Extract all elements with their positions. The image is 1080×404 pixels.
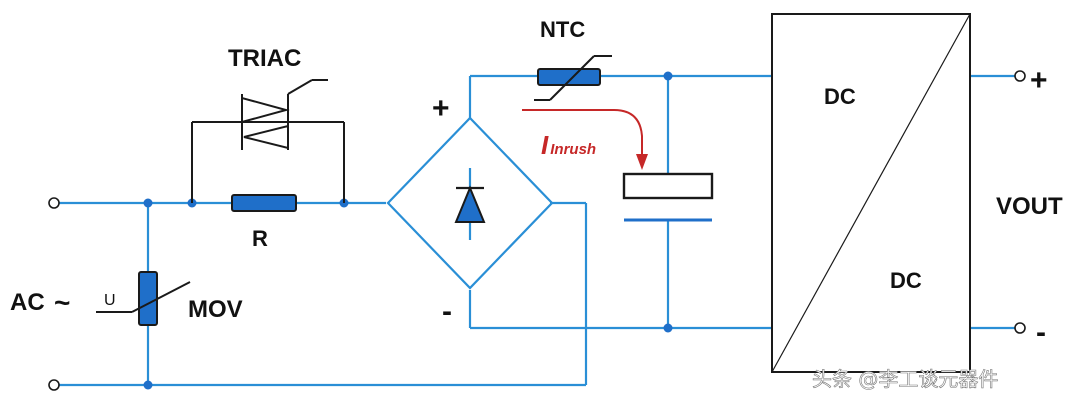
mov-label: MOV	[188, 296, 243, 323]
vout-minus-terminal	[1014, 322, 1026, 334]
ac-terminal-top	[48, 197, 60, 209]
ac-tilde: ~	[54, 287, 70, 318]
inrush-arrow	[522, 109, 648, 170]
mov-u-label: U	[104, 292, 116, 309]
triac-symbol	[191, 79, 345, 203]
dc-input-label: DC	[824, 84, 856, 109]
bridge-diode	[454, 185, 486, 223]
capacitor	[622, 172, 714, 222]
vout-label: VOUT	[996, 193, 1063, 220]
dc-dc-converter	[771, 13, 971, 373]
ntc-thermistor	[534, 55, 612, 101]
vout-minus-label: -	[1036, 316, 1046, 349]
resistor-label: R	[252, 226, 268, 251]
inrush-letter: I	[541, 130, 549, 160]
mov-symbol	[96, 271, 191, 326]
watermark: 头条 @李工谈元器件	[812, 367, 998, 391]
ntc-label: NTC	[540, 17, 585, 42]
ac-terminal-bottom	[48, 379, 60, 391]
bridge-plus-label: +	[432, 92, 450, 125]
inrush-subscript: Inrush	[550, 141, 596, 158]
vout-plus-terminal	[1014, 70, 1026, 82]
junction-dots	[143, 71, 673, 390]
triac-label: TRIAC	[228, 45, 301, 72]
dc-output-label: DC	[890, 268, 922, 293]
vout-plus-label: +	[1030, 64, 1048, 97]
resistor-r	[231, 194, 297, 212]
bridge-minus-label: -	[442, 295, 452, 328]
ac-label: AC	[10, 289, 45, 316]
